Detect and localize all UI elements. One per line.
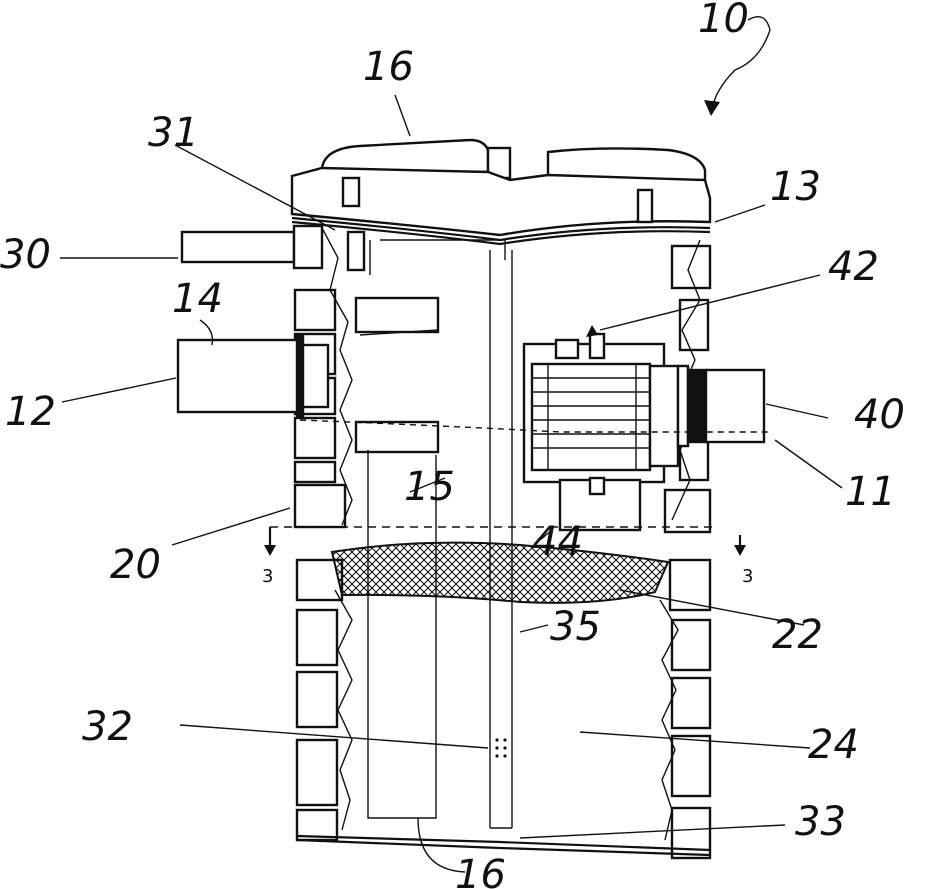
label-lower-chamber: 24 [808, 722, 859, 768]
label-inlet-port: 12 [5, 389, 56, 435]
label-pump-assembly: 42 [828, 244, 879, 290]
label-baffle: 15 [404, 464, 455, 510]
label-lid-seal: 13 [770, 164, 821, 210]
vent-assembly [180, 224, 366, 272]
label-cover-bottom: 16 [455, 852, 506, 889]
section-line [264, 526, 746, 556]
label-outlet-pipe: 40 [854, 392, 905, 438]
label-filter-media: 22 [772, 612, 823, 658]
label-inlet-pipe: 14 [172, 276, 223, 322]
label-riser-section: 20 [110, 542, 161, 588]
filter-media [330, 541, 670, 604]
label-section-left: 3 [262, 566, 273, 587]
outlet-assembly [299, 364, 770, 448]
label-outlet-port: 11 [845, 469, 896, 515]
label-vent-pipe: 30 [0, 232, 51, 278]
baffle [354, 239, 506, 819]
reference-labels: 10 16 31 13 30 42 14 12 40 15 11 44 20 3… [0, 0, 905, 889]
label-cover-top: 16 [363, 44, 414, 90]
label-section-right: 3 [742, 566, 753, 587]
label-perforations: 32 [82, 704, 133, 750]
inlet-assembly [176, 334, 330, 418]
leader-lines [60, 16, 843, 873]
label-bottom: 33 [795, 799, 846, 845]
label-vent-fitting: 31 [148, 110, 199, 156]
perforations [495, 738, 507, 758]
label-pump-base: 44 [532, 519, 583, 565]
label-device: 10 [698, 0, 749, 42]
pump-assembly [522, 332, 680, 532]
standpipe [489, 250, 513, 829]
label-standpipe: 35 [550, 604, 601, 650]
top-cover [290, 138, 712, 246]
